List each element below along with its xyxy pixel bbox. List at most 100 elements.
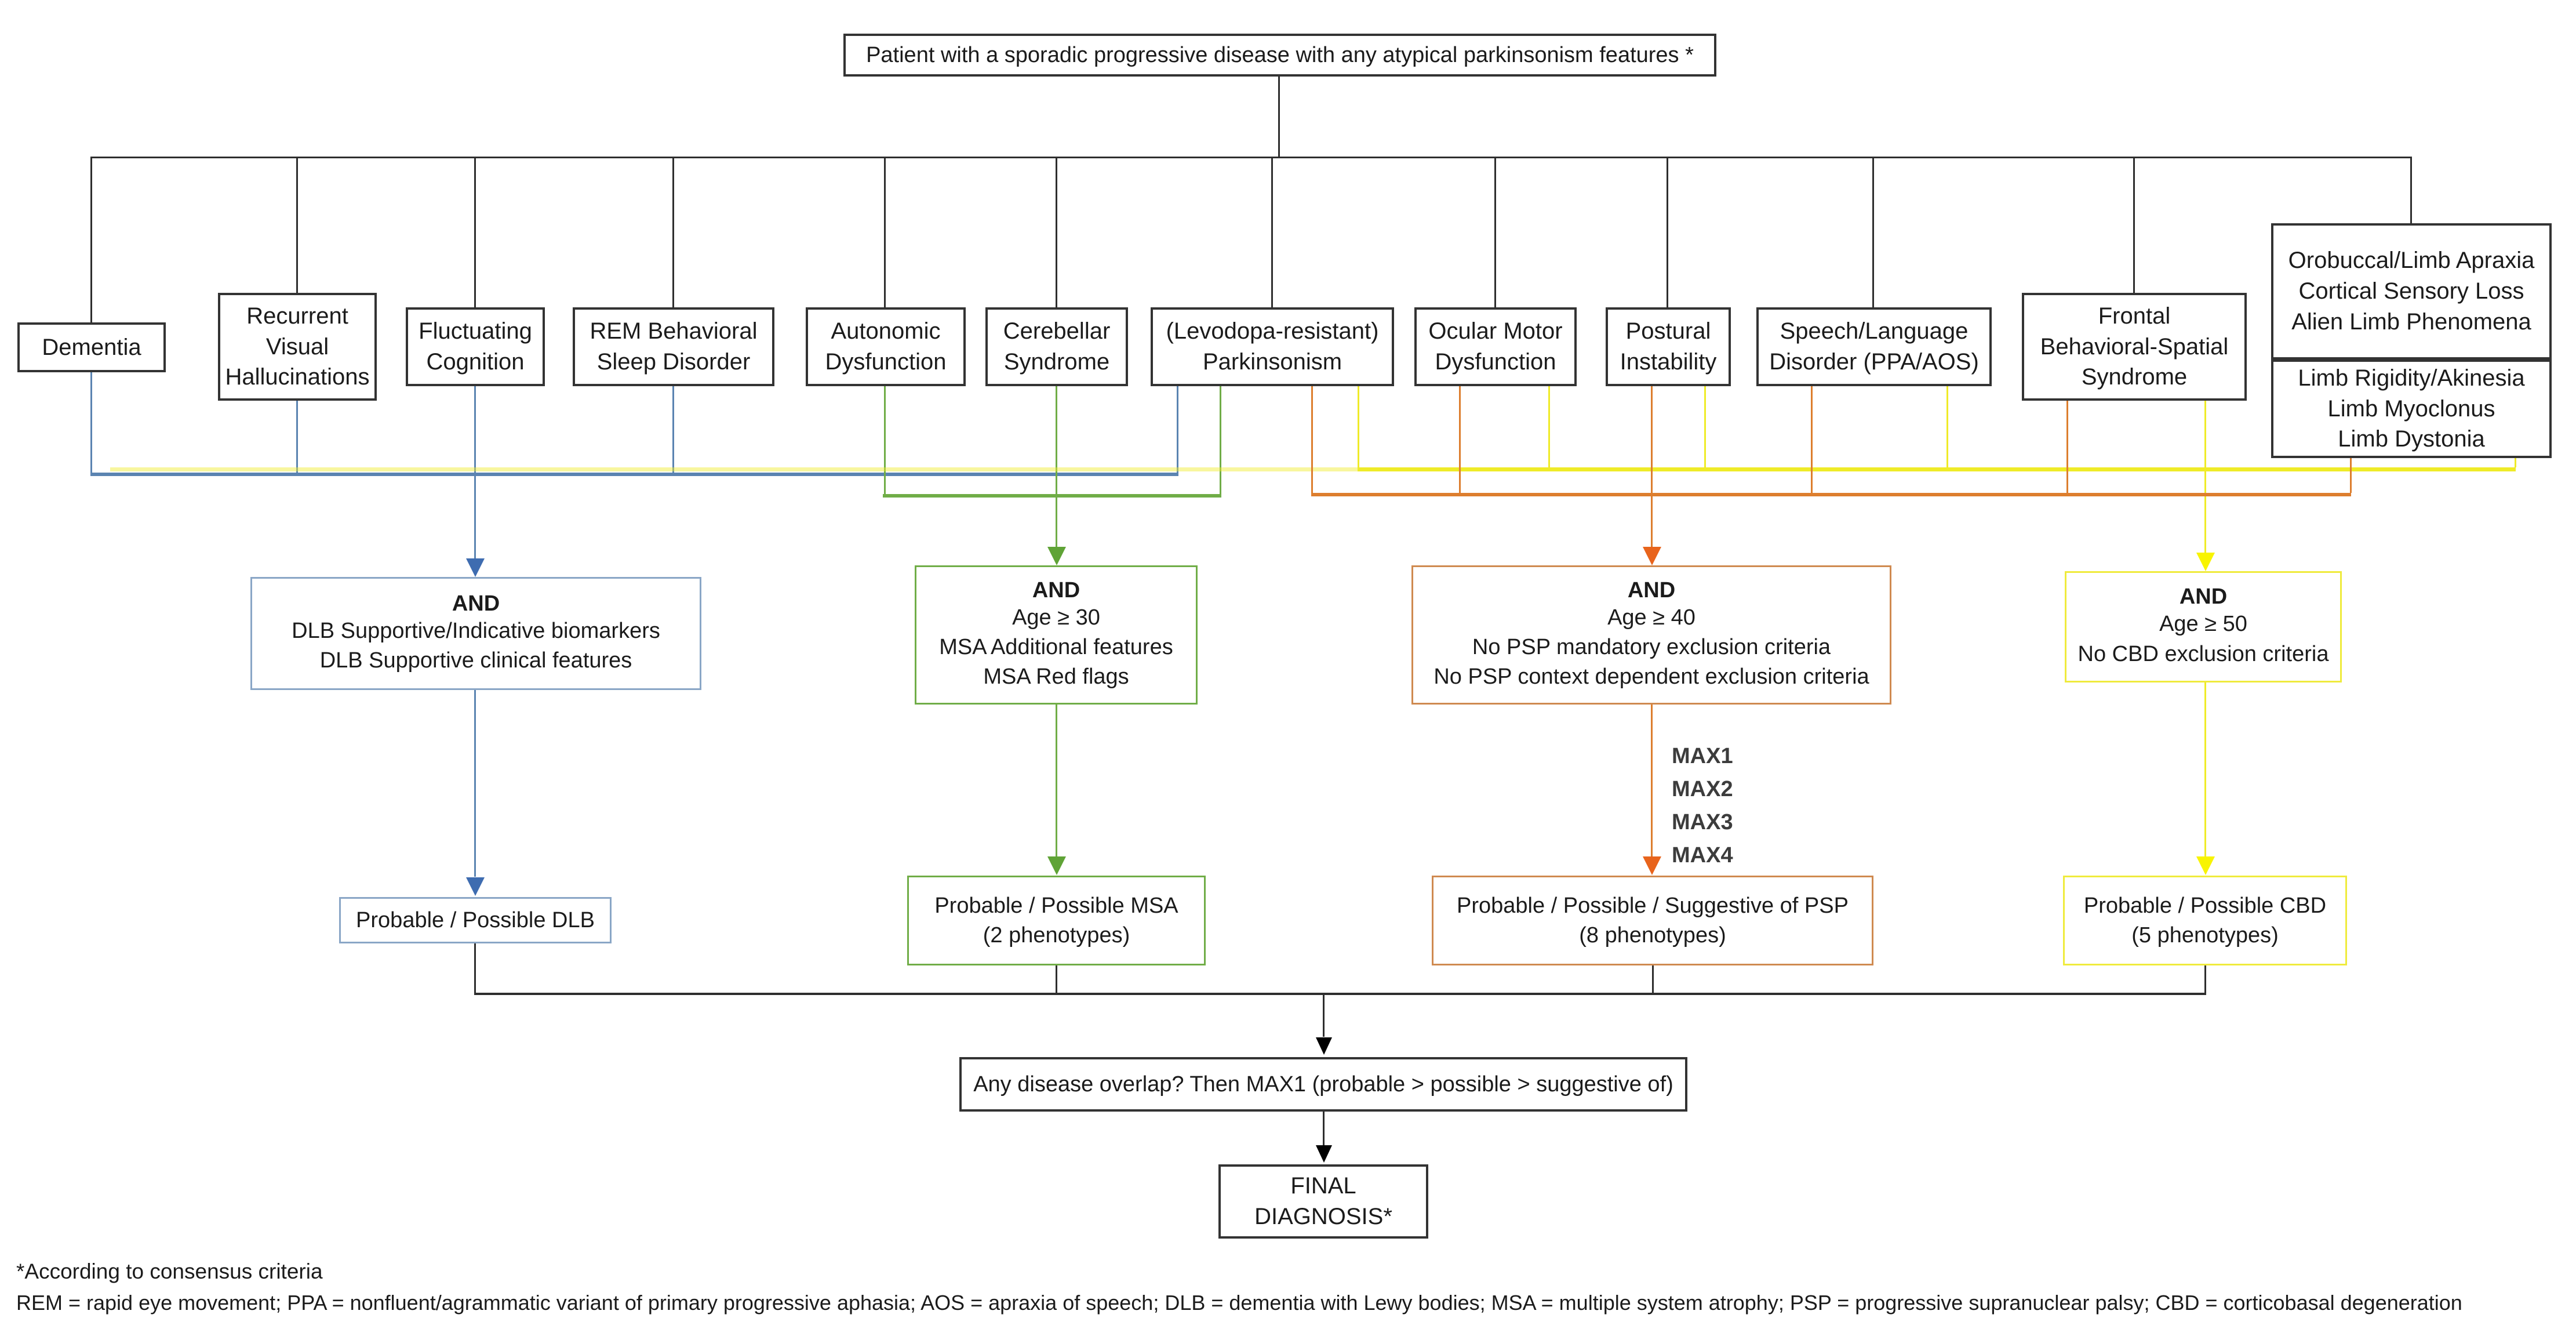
symptom-dementia: Dementia [17,322,166,372]
junction-drop-cbd [2204,965,2206,993]
junction-drop-psp [1652,965,1654,993]
and-label: AND [2179,584,2228,609]
dlb-drop-parkinsonism [1177,386,1178,474]
footnote-abbreviations: REM = rapid eye movement; PPA = nonfluen… [16,1291,2462,1315]
cbd-drop-frontal [2204,401,2206,553]
and-label: AND [452,591,500,616]
junction-drop-dlb [474,943,476,993]
dlb-drop-fluctuating [474,386,476,558]
outcome-label: Probable / Possible CBD (5 phenotypes) [2083,894,2327,947]
connector-drop-limb-features [2410,157,2412,225]
msa-bus [883,494,1221,498]
criteria-psp: AND Age ≥ 40 No PSP mandatory exclusion … [1411,565,1891,705]
root-node: Patient with a sporadic progressive dise… [843,34,1716,77]
psp-drop-postural [1651,386,1653,547]
symptom-label: Recurrent Visual Hallucinations [225,303,370,390]
symptom-label: Autonomic Dysfunction [825,318,947,375]
cbd-drop-speech [1946,386,1948,467]
symptom-cerebellar-syndrome: Cerebellar Syndrome [985,307,1128,386]
symptom-label: Limb Rigidity/Akinesia Limb Myoclonus Li… [2298,365,2525,452]
symptom-autonomic-dysfunction: Autonomic Dysfunction [806,307,966,386]
criteria-body: DLB Supportive/Indicative biomarkers DLB… [292,618,660,673]
cbd-bus [110,467,1358,471]
arrowhead-psp-criteria-icon [1643,547,1661,565]
max-step: MAX4 [1672,843,1733,867]
msa-outcome-line [1056,705,1057,856]
criteria-body: Age ≥ 40 No PSP mandatory exclusion crit… [1433,605,1869,689]
outcome-dlb: Probable / Possible DLB [339,897,612,943]
dlb-drop-rem [672,386,674,474]
criteria-dlb: AND DLB Supportive/Indicative biomarkers… [250,577,701,690]
connector-root-drop [1278,77,1280,158]
symptom-label: Dementia [42,334,141,360]
dlb-bus [90,473,1178,476]
symptom-label: Speech/Language Disorder (PPA/AOS) [1769,318,1979,375]
arrowhead-msa-criteria-icon [1047,547,1066,565]
outcome-psp: Probable / Possible / Suggestive of PSP … [1432,876,1873,965]
arrowhead-dlb-criteria-icon [466,558,485,577]
symptom-label: (Levodopa-resistant) Parkinsonism [1166,318,1379,375]
connector-drop-dementia [90,157,92,322]
symptom-label: Cerebellar Syndrome [1003,318,1111,375]
final-diagnosis: FINAL DIAGNOSIS* [1218,1164,1428,1239]
symptom-ocular-motor: Ocular Motor Dysfunction [1414,307,1577,386]
symptom-label: Orobuccal/Limb Apraxia Cortical Sensory … [2288,248,2535,335]
outcome-label: Probable / Possible DLB [356,907,595,932]
psp-outcome-line [1651,705,1653,856]
dlb-drop-hallucinations [296,401,298,474]
connector-drop-hallucinations [296,157,298,293]
connector-drop-postural [1667,157,1668,307]
criteria-body: Age ≥ 30 MSA Additional features MSA Red… [939,605,1173,689]
root-label: Patient with a sporadic progressive dise… [866,42,1694,67]
cbd-bus [1358,467,2516,471]
symptom-limb-signs: Limb Rigidity/Akinesia Limb Myoclonus Li… [2271,360,2552,458]
symptom-rem-sleep-disorder: REM Behavioral Sleep Disorder [573,307,774,386]
arrowhead-cbd-criteria-icon [2196,553,2215,571]
connector-drop-parkinsonism [1271,157,1273,307]
criteria-msa: AND Age ≥ 30 MSA Additional features MSA… [915,565,1198,705]
msa-drop-autonomic [884,386,886,496]
symptom-frontal-syndrome: Frontal Behavioral-Spatial Syndrome [2022,293,2247,401]
max-steps-list: MAX1 MAX2 MAX3 MAX4 [1672,744,1733,868]
criteria-cbd: AND Age ≥ 50 No CBD exclusion criteria [2065,571,2342,682]
symptom-fluctuating-cognition: Fluctuating Cognition [406,307,545,386]
criteria-body: Age ≥ 50 No CBD exclusion criteria [2077,612,2329,666]
arrowhead-cbd-outcome-icon [2196,856,2215,875]
symptom-label: Frontal Behavioral-Spatial Syndrome [2040,303,2229,390]
msa-drop-cerebellar [1056,386,1057,547]
cbd-drop-parkinsonism [1358,386,1359,467]
psp-drop-frontal [2066,401,2068,493]
max-step: MAX2 [1672,777,1733,801]
symptom-label: Ocular Motor Dysfunction [1428,318,1563,375]
junction-center-drop [1323,995,1325,1037]
connector-drop-cerebellar [1056,157,1057,307]
cbd-drop-limb-signs [2515,458,2516,467]
footnote-consensus: *According to consensus criteria [16,1259,323,1283]
outcome-label: Probable / Possible / Suggestive of PSP … [1457,894,1849,947]
psp-bus [1311,493,2351,496]
symptom-parkinsonism: (Levodopa-resistant) Parkinsonism [1151,307,1394,386]
overlap-label: Any disease overlap? Then MAX1 (probable… [973,1072,1673,1097]
symptom-cortical-signs: Orobuccal/Limb Apraxia Cortical Sensory … [2271,223,2552,360]
arrowhead-overlap-icon [1316,1037,1332,1055]
cbd-drop-ocular [1548,386,1550,467]
psp-drop-speech [1811,386,1813,493]
final-drop [1323,1112,1325,1145]
outcome-label: Probable / Possible MSA (2 phenotypes) [934,894,1178,947]
connector-drop-frontal [2133,157,2135,293]
arrowhead-dlb-outcome-icon [466,877,485,896]
max-step: MAX3 [1672,810,1733,834]
psp-drop-limb-signs [2350,458,2352,493]
junction-drop-msa [1056,965,1057,993]
arrowhead-psp-outcome-icon [1643,856,1661,875]
max-step: MAX1 [1672,744,1733,768]
msa-drop-parkinsonism [1220,386,1221,496]
psp-drop-ocular [1459,386,1461,493]
outcome-msa: Probable / Possible MSA (2 phenotypes) [907,876,1206,965]
and-label: AND [1032,578,1080,602]
symptom-label: Postural Instability [1620,318,1717,375]
psp-drop-parkinsonism [1311,386,1313,493]
outcome-cbd: Probable / Possible CBD (5 phenotypes) [2063,876,2347,965]
connector-drop-autonomic [884,157,886,307]
